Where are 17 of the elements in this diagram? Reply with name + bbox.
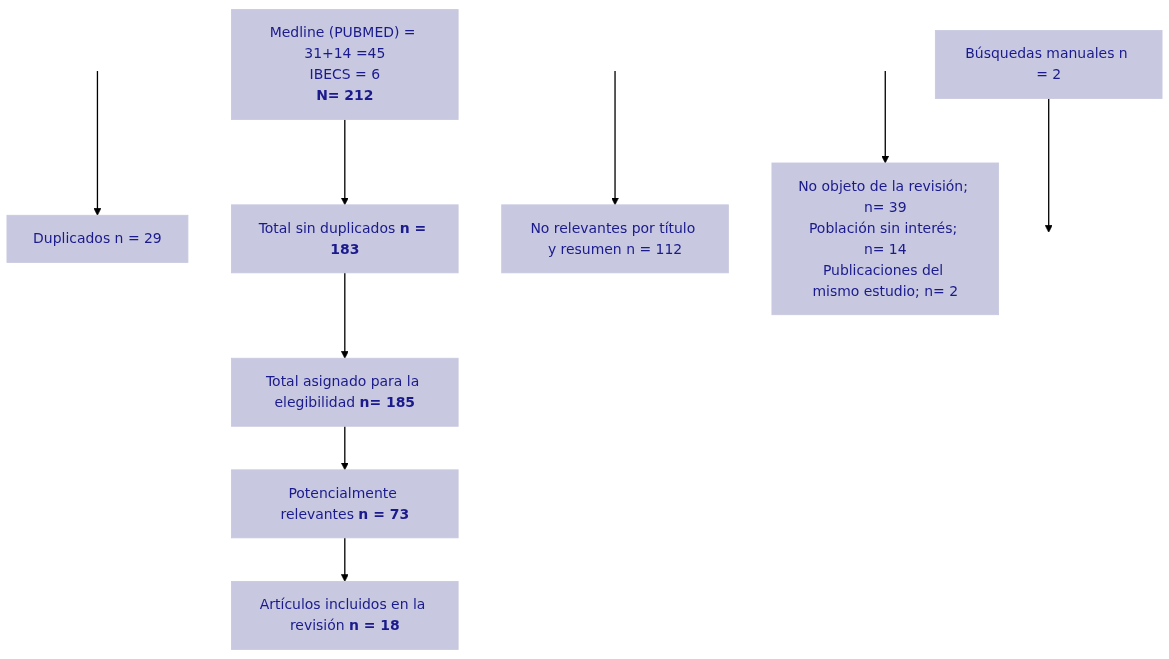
node-box: Artículos incluidos en la revisión n = 18 (231, 581, 459, 650)
arrow (93, 70, 102, 216)
node-box: Medline (PUBMED) = 31+14 =45 IBECS = 6 N= 212 (231, 9, 459, 120)
arrow (611, 70, 619, 206)
node-box: Potencialmente relevantes n = 73 (231, 469, 459, 539)
node-box: Búsquedas manuales n = 2 (934, 30, 1163, 99)
node-box: No relevantes por título y resumen n = 112 (501, 204, 729, 274)
node-box: No objeto de la revisión; n= 39 Población sin interés; n= 14 Publicaciones del mismo estudio; n= 2 (771, 162, 999, 316)
arrow (881, 70, 890, 164)
arrow (341, 537, 349, 582)
node-box: Total asignado para la elegibilidad n= 185 (231, 357, 459, 427)
node-box: Duplicados n = 29 (6, 214, 189, 263)
arrow (341, 425, 349, 471)
arrow (1044, 97, 1053, 233)
node-box: Total sin duplicados n = 183 (231, 204, 459, 274)
arrow (341, 272, 349, 359)
arrow (341, 118, 349, 206)
